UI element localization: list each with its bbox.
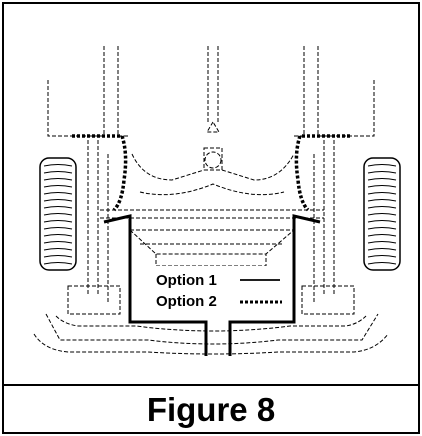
caption-separator — [4, 384, 418, 386]
legend-option-2-label: Option 2 — [156, 293, 217, 310]
right-tire — [363, 157, 401, 271]
frame-outline — [33, 46, 389, 355]
left-tire — [39, 157, 77, 271]
legend-option-1-label: Option 1 — [156, 272, 217, 289]
legend: Option 1 Option 2 — [136, 266, 286, 314]
option-2-route — [72, 134, 350, 212]
chassis-diagram: Option 1 Option 2 — [33, 46, 401, 356]
option-1-route — [103, 214, 321, 356]
figure-caption: Figure 8 — [146, 391, 276, 428]
